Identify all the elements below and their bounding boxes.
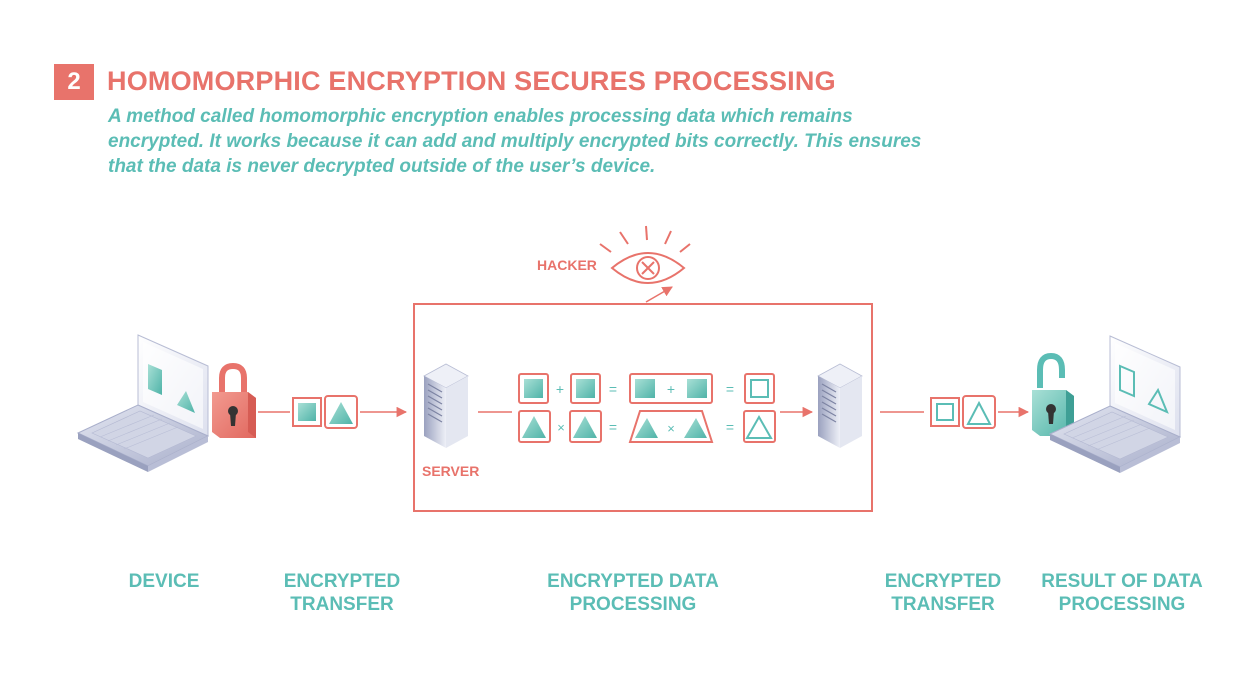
stage-label-line: PROCESSING: [1058, 594, 1186, 615]
laptop-icon: [76, 334, 210, 472]
server-icon: [423, 363, 469, 448]
stage-label-device: DEVICE: [104, 570, 224, 593]
triangle-outline-icon: [1147, 387, 1169, 414]
square-shape-icon: [148, 364, 162, 395]
encrypted-square-icon: [292, 397, 322, 427]
times-symbol: ×: [667, 421, 675, 436]
encrypted-triangle-icon: [324, 395, 358, 429]
times-symbol: ×: [557, 420, 565, 435]
server-icon: [817, 363, 863, 448]
intro-paragraph: A method called homomorphic encryption e…: [108, 106, 922, 177]
page-title: HOMOMORPHIC ENCRYPTION SECURES PROCESSIN…: [107, 66, 836, 96]
stage-label-line: TRANSFER: [290, 594, 394, 615]
hacker-attempt-arrow: [645, 286, 673, 303]
laptop-icon: [1048, 335, 1182, 473]
triangle-shape-icon: [177, 391, 195, 413]
plus-symbol: +: [556, 381, 564, 397]
hacker-label: HACKER: [537, 257, 597, 273]
padlock-open-icon: [1032, 352, 1074, 436]
equals-symbol: =: [726, 381, 734, 397]
stage-label-encrypted-transfer: ENCRYPTED TRANSFER: [863, 570, 1023, 616]
stage-label-line: TRANSFER: [891, 594, 995, 615]
plus-symbol: +: [667, 381, 675, 397]
square-outline-icon: [1119, 364, 1135, 398]
server-label: SERVER: [422, 463, 479, 479]
stage-label-line: DEVICE: [128, 571, 200, 592]
equals-symbol: =: [726, 419, 734, 435]
result-square-icon: [930, 397, 960, 427]
equals-symbol: =: [609, 381, 617, 397]
equals-symbol: =: [609, 419, 617, 435]
server-boundary: [413, 303, 873, 512]
stage-label-line: ENCRYPTED: [283, 571, 401, 592]
multiplication-operation: × = × =: [518, 410, 776, 443]
stage-label-line: RESULT OF DATA: [1041, 571, 1203, 592]
addition-operation: + = + =: [518, 373, 775, 404]
step-number-badge: 2: [54, 64, 94, 100]
eye-crossed-icon: [599, 225, 691, 284]
padlock-closed-icon: [212, 362, 256, 438]
stage-label-encrypted-processing: ENCRYPTED DATA PROCESSING: [517, 570, 749, 616]
stage-label-line: ENCRYPTED DATA: [547, 571, 719, 592]
result-triangle-icon: [962, 395, 996, 429]
stage-label-line: PROCESSING: [569, 594, 697, 615]
stage-label-result: RESULT OF DATA PROCESSING: [1030, 570, 1214, 616]
stage-label-line: ENCRYPTED: [884, 571, 1002, 592]
stage-label-encrypted-transfer: ENCRYPTED TRANSFER: [262, 570, 422, 616]
